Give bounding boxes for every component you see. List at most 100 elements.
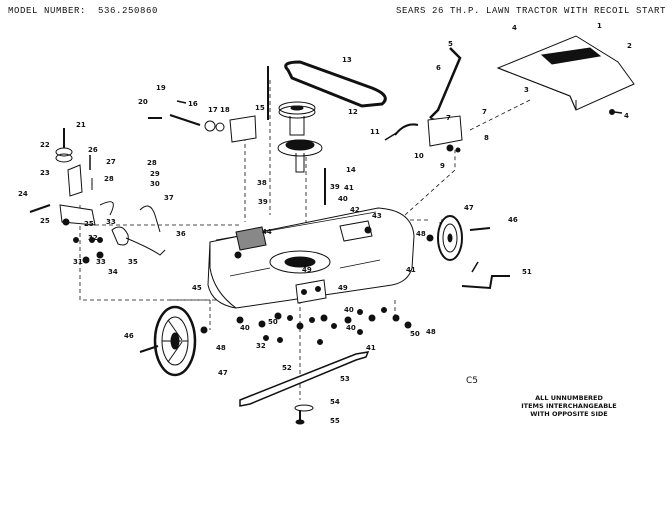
callout-39: 39 [330, 183, 340, 191]
idler-arm-parts [148, 100, 225, 132]
callout-23: 23 [40, 169, 50, 177]
callout-25: 25 [40, 217, 50, 225]
callout-3: 3 [524, 86, 529, 94]
callout-13: 13 [342, 56, 352, 64]
callout-41: 41 [406, 266, 416, 274]
callout-36: 36 [176, 230, 186, 238]
callout-47: 47 [464, 204, 474, 212]
callout-32: 32 [88, 234, 98, 242]
callout-35: 35 [128, 258, 138, 266]
left-wheel [139, 305, 208, 377]
callout-31: 31 [73, 258, 83, 266]
callout-49: 49 [302, 266, 312, 274]
callout-7: 7 [446, 114, 451, 122]
callout-34: 34 [108, 268, 118, 276]
callout-32: 32 [256, 342, 266, 350]
callout-33: 33 [106, 218, 116, 226]
diagram-title: SEARS 26 TH.P. LAWN TRACTOR WITH RECOIL … [395, 6, 666, 16]
callout-11: 11 [370, 128, 380, 136]
callout-40: 40 [346, 324, 356, 332]
callout-40: 40 [344, 306, 354, 314]
callout-28: 28 [104, 175, 114, 183]
callout-25: 25 [84, 220, 94, 228]
callout-41: 41 [344, 184, 354, 192]
callout-1: 1 [597, 22, 602, 30]
callout-30: 30 [150, 180, 160, 188]
note-line: WITH OPPOSITE SIDE [530, 410, 608, 418]
deck-bracket [295, 279, 327, 304]
note-line: ITEMS INTERCHANGEABLE [521, 402, 617, 410]
page-reference: C5 [466, 376, 479, 386]
callout-19: 19 [156, 84, 166, 92]
callout-15: 15 [255, 104, 265, 112]
callout-47: 47 [218, 369, 228, 377]
discharge-chute [496, 35, 635, 115]
hardware-nuts-left [62, 218, 104, 264]
callout-8: 8 [484, 134, 489, 142]
axle-rod [461, 261, 510, 290]
callout-24: 24 [18, 190, 28, 198]
callout-40: 40 [240, 324, 250, 332]
interchangeable-note: ALL UNNUMBERED ITEMS INTERCHANGEABLE WIT… [514, 394, 624, 418]
callout-43: 43 [372, 212, 382, 220]
callout-28: 28 [147, 159, 157, 167]
shaft-bolt [267, 66, 326, 205]
callout-46: 46 [124, 332, 134, 340]
model-label: MODEL NUMBER: [8, 6, 87, 16]
callout-48: 48 [416, 230, 426, 238]
callout-21: 21 [76, 121, 86, 129]
callout-40: 40 [338, 195, 348, 203]
height-lever-assembly [384, 47, 463, 153]
callout-41: 41 [366, 344, 376, 352]
callout-9: 9 [440, 162, 445, 170]
right-wheel [426, 215, 491, 261]
callout-10: 10 [414, 152, 424, 160]
callout-54: 54 [330, 398, 340, 406]
callout-5: 5 [448, 40, 453, 48]
callout-22: 22 [40, 141, 50, 149]
callout-7: 7 [482, 108, 487, 116]
callout-17: 17 [208, 106, 218, 114]
callout-37: 37 [164, 194, 174, 202]
callout-50: 50 [410, 330, 420, 338]
callout-48: 48 [216, 344, 226, 352]
callout-2: 2 [627, 42, 632, 50]
v-belt [284, 60, 387, 108]
blade-hardware [294, 404, 314, 425]
mower-blade [239, 351, 370, 407]
callout-33: 33 [96, 258, 106, 266]
note-line: ALL UNNUMBERED [535, 394, 603, 402]
callout-6: 6 [436, 64, 441, 72]
callout-26: 26 [88, 146, 98, 154]
callout-50: 50 [268, 318, 278, 326]
callout-29: 29 [150, 170, 160, 178]
callout-20: 20 [138, 98, 148, 106]
callout-18: 18 [220, 106, 230, 114]
callout-14: 14 [346, 166, 356, 174]
callout-38: 38 [257, 179, 267, 187]
callout-4: 4 [624, 112, 629, 120]
model-number-header: MODEL NUMBER: 536.250860 [8, 6, 158, 16]
callout-48: 48 [426, 328, 436, 336]
callout-44: 44 [262, 228, 272, 236]
hardware-nuts-center [236, 307, 412, 345]
callout-55: 55 [330, 417, 340, 425]
callout-12: 12 [348, 108, 358, 116]
callout-4: 4 [512, 24, 517, 32]
callout-49: 49 [338, 284, 348, 292]
callout-39: 39 [258, 198, 268, 206]
callout-16: 16 [188, 100, 198, 108]
mower-deck [207, 207, 415, 309]
callout-46: 46 [508, 216, 518, 224]
callout-52: 52 [282, 364, 292, 372]
callout-53: 53 [340, 375, 350, 383]
mounting-bracket [229, 115, 257, 143]
model-number: 536.250860 [98, 6, 159, 16]
callout-51: 51 [522, 268, 532, 276]
spindle-pulley-assembly [277, 101, 323, 173]
callout-42: 42 [350, 206, 360, 214]
callout-45: 45 [192, 284, 202, 292]
